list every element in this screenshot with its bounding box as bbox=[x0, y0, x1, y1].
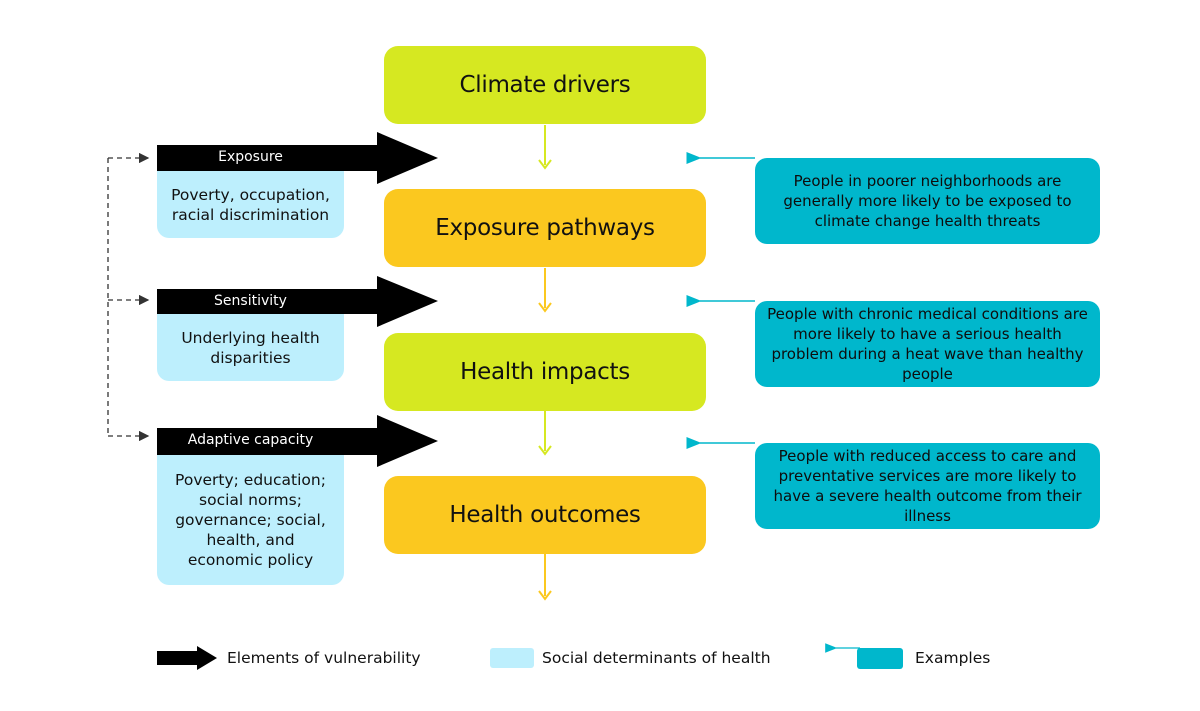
stage-health-impacts: Health impacts bbox=[384, 333, 706, 411]
example-box-exposure: People in poorer neighborhoods are gener… bbox=[755, 158, 1100, 244]
legend-examples-label: Examples bbox=[915, 649, 991, 667]
vulnerability-arrow-adaptive bbox=[157, 415, 438, 467]
vulnerability-label-exposure: Exposure bbox=[218, 149, 283, 165]
legend-determinants-label: Social determinants of health bbox=[542, 649, 771, 667]
legend-teal-swatch bbox=[857, 648, 903, 669]
legend-vulnerability-label: Elements of vulnerability bbox=[227, 649, 421, 667]
vulnerability-label-sensitivity: Sensitivity bbox=[214, 293, 287, 309]
example-box-adaptive-capacity: People with reduced access to care and p… bbox=[755, 443, 1100, 529]
flow-arrow-4 bbox=[538, 554, 552, 601]
vulnerability-arrow-sensitivity bbox=[157, 276, 438, 327]
flow-arrow-1 bbox=[538, 125, 552, 170]
determinants-adaptive-capacity: Poverty; education; social norms; govern… bbox=[157, 455, 344, 585]
legend-black-arrow-icon bbox=[157, 646, 217, 670]
determinants-sensitivity: Underlying health disparities bbox=[157, 314, 344, 381]
legend-light-blue-swatch bbox=[490, 648, 534, 668]
stage-health-outcomes: Health outcomes bbox=[384, 476, 706, 554]
flow-arrow-2 bbox=[538, 268, 552, 313]
stage-climate-drivers: Climate drivers bbox=[384, 46, 706, 124]
determinants-exposure: Poverty, occupation, racial discriminati… bbox=[157, 171, 344, 238]
vulnerability-label-adaptive-capacity: Adaptive capacity bbox=[187, 432, 314, 448]
flow-arrow-3 bbox=[538, 411, 552, 456]
stage-exposure-pathways: Exposure pathways bbox=[384, 189, 706, 267]
dashed-connector bbox=[107, 152, 150, 442]
example-box-sensitivity: People with chronic medical conditions a… bbox=[755, 301, 1100, 387]
